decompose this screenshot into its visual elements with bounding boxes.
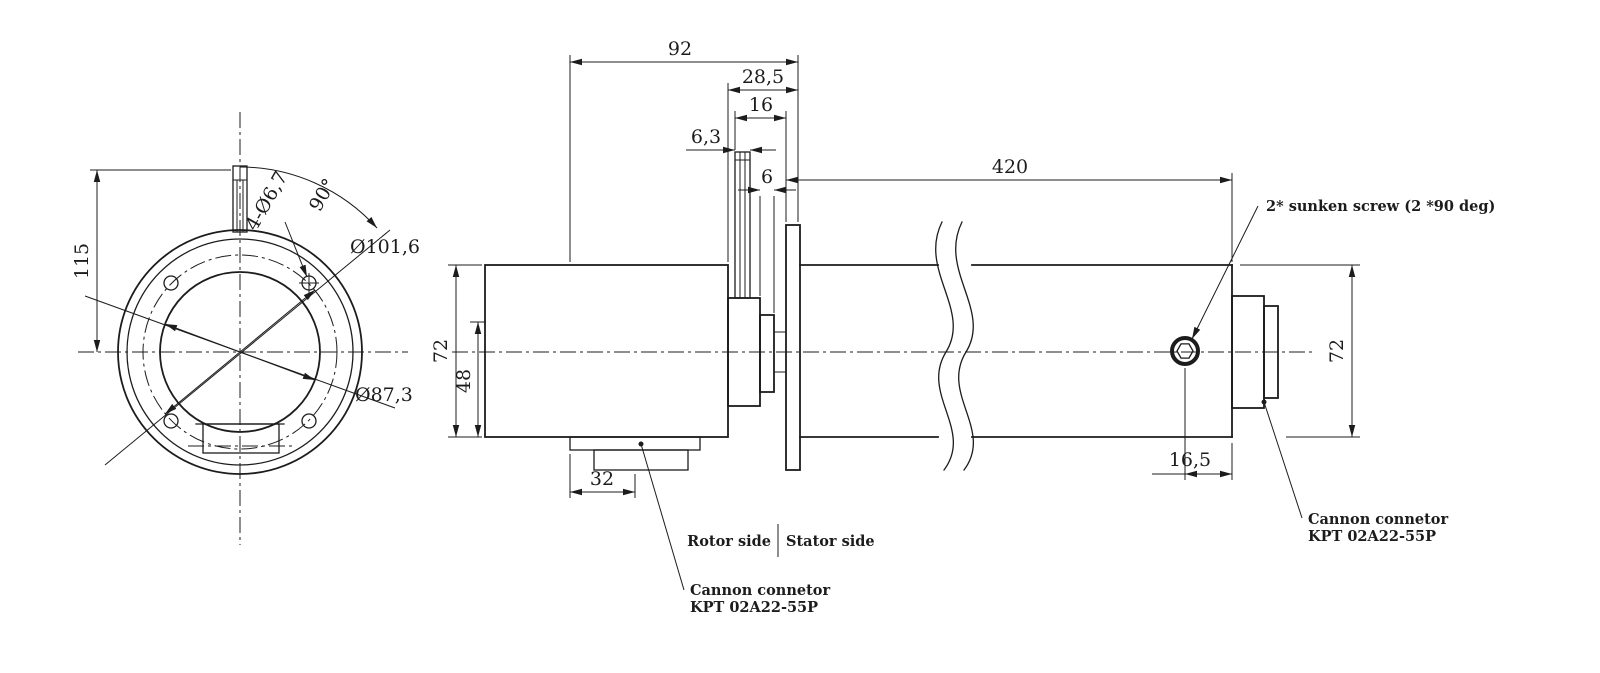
dim-115-label: 115	[71, 243, 93, 279]
break-line	[955, 221, 975, 471]
rotor-body	[484, 264, 729, 438]
inner-diameter-label: Ø87,3	[355, 384, 413, 406]
dim-outer-diameter: Ø101,6	[104, 229, 420, 466]
side-labels: Rotor side Stator side	[687, 524, 875, 557]
right-connector-callout: Cannon connetor KPT 02A22-55P	[1261, 399, 1448, 545]
outer-flange-circle	[117, 229, 363, 475]
sunken-screw: 2* sunken screw (2 *90 deg)	[1170, 198, 1495, 366]
dim-92-label: 92	[668, 38, 692, 60]
bolt-hole	[163, 413, 179, 429]
bolt-hole	[301, 413, 317, 429]
dim-6-3: 6,3	[686, 126, 776, 154]
dim-16-label: 16	[749, 94, 773, 116]
dim-inner-diameter: Ø87,3	[84, 295, 413, 409]
holes-count-label: 4-Ø6,7	[241, 168, 292, 235]
bolt-hole	[163, 275, 179, 291]
dim-72-left-label: 72	[430, 339, 452, 363]
bottom-connector-label-line1: Cannon connetor	[690, 582, 830, 599]
dim-420-label: 420	[992, 156, 1028, 178]
dim-72-left: 72	[430, 264, 482, 438]
dim-420: 420	[785, 156, 1233, 262]
dim-6-3-label: 6,3	[691, 126, 721, 148]
stator-side-label: Stator side	[786, 533, 875, 550]
dim-16-5-label: 16,5	[1169, 449, 1211, 471]
end-cap	[1231, 295, 1279, 409]
bottom-connector-callout: Cannon connetor KPT 02A22-55P	[638, 441, 830, 616]
top-key-tab	[232, 165, 248, 233]
dim-72-right-label: 72	[1326, 339, 1348, 363]
dim-28-5: 28,5	[727, 66, 798, 262]
stator-tube	[799, 221, 1233, 471]
top-pin	[734, 151, 751, 299]
dim-16-5: 16,5	[1152, 368, 1233, 480]
right-connector-label-line2: KPT 02A22-55P	[1308, 528, 1436, 545]
dim-32-label: 32	[590, 468, 614, 490]
rotor-side-label: Rotor side	[687, 533, 771, 550]
dim-115: 115	[71, 169, 231, 352]
dim-6-label: 6	[761, 166, 773, 188]
break-line	[935, 221, 955, 471]
flange-rim-circle	[126, 238, 354, 466]
dim-48-label: 48	[453, 369, 475, 393]
right-connector-label-line1: Cannon connetor	[1308, 511, 1448, 528]
dim-32: 32	[569, 454, 636, 498]
dim-6: 6	[738, 166, 796, 313]
side-view: 2* sunken screw (2 *90 deg) 92 28,5 16 6…	[430, 38, 1495, 616]
dim-92: 92	[569, 38, 799, 262]
bottom-connector	[569, 436, 701, 471]
front-bottom-connector	[188, 423, 292, 454]
stator-flange	[785, 224, 801, 471]
dim-28-5-label: 28,5	[742, 66, 784, 88]
inner-bore-circle	[159, 271, 321, 433]
front-view: 115 Ø101,6 Ø87,3 4-Ø6,7 90°	[71, 112, 420, 545]
outer-diameter-label: Ø101,6	[350, 236, 420, 258]
rotor-step	[759, 314, 775, 393]
dim-48: 48	[453, 321, 486, 437]
sunken-screw-label: 2* sunken screw (2 *90 deg)	[1266, 198, 1495, 215]
bolt-circle	[142, 254, 338, 450]
angle-annotation: 4-Ø6,7 90°	[239, 166, 378, 278]
dim-72-right: 72	[1240, 264, 1360, 438]
bottom-connector-label-line2: KPT 02A22-55P	[690, 599, 818, 616]
